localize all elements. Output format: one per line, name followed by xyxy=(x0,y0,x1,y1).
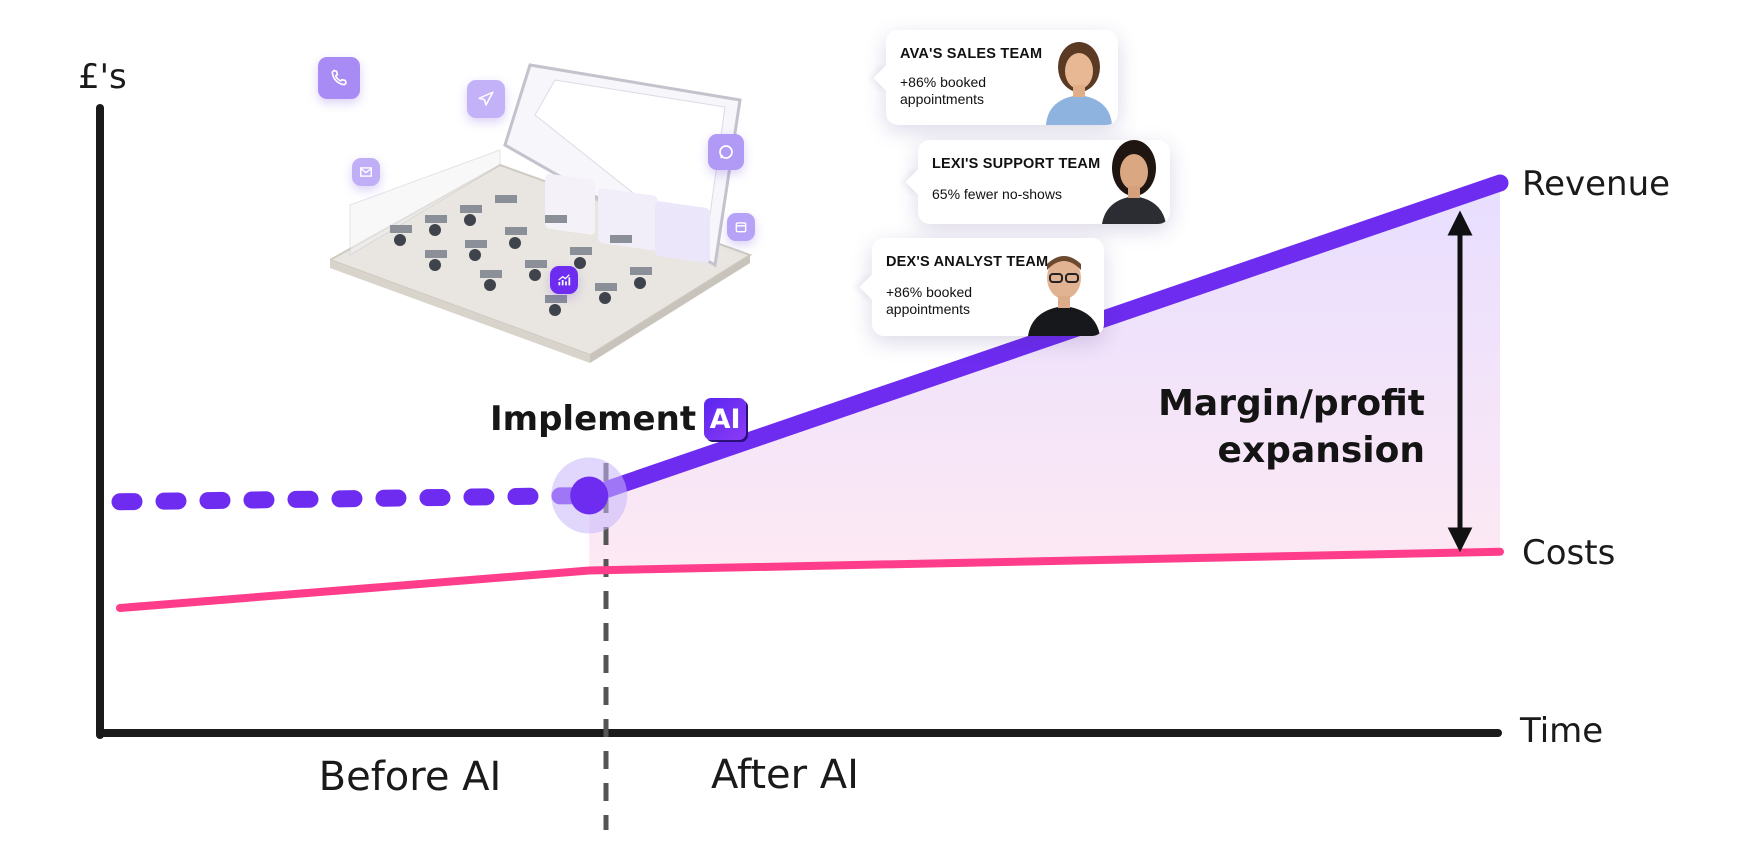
calendar-icon xyxy=(727,213,755,241)
team-card-analyst: DEX'S ANALYST TEAM +86% booked appointme… xyxy=(872,238,1104,336)
revenue-series-line-after xyxy=(580,174,1509,504)
whatsapp-icon xyxy=(708,134,744,170)
team-card-stat: 65% fewer no-shows xyxy=(932,186,1062,202)
avatar xyxy=(1024,240,1104,336)
implement-text: Implement xyxy=(490,399,697,439)
team-card-stat: +86% booked appointments xyxy=(886,284,973,317)
period-before-label: Before AI xyxy=(319,754,502,800)
period-after-label: After AI xyxy=(711,752,859,798)
team-card-sales: AVA'S SALES TEAM +86% booked appointment… xyxy=(886,30,1118,125)
team-card-stat: +86% booked appointments xyxy=(900,74,987,107)
margin-annotation: Margin/profit expansion xyxy=(1158,380,1425,474)
team-card-title: LEXI'S SUPPORT TEAM xyxy=(932,156,1101,172)
mail-icon xyxy=(352,158,380,186)
analytics-icon xyxy=(550,266,578,294)
margin-annotation-line-1: Margin/profit xyxy=(1158,383,1425,424)
avatar xyxy=(1098,132,1170,224)
margin-area xyxy=(589,183,1500,571)
revenue-series-line-before xyxy=(111,487,598,511)
costs-series-line xyxy=(116,547,1504,612)
implement-ai-label: Implement AI xyxy=(490,398,747,440)
implementation-point xyxy=(570,476,609,515)
margin-annotation-line-2: expansion xyxy=(1217,430,1425,471)
phone-icon xyxy=(318,57,360,99)
team-card-title: AVA'S SALES TEAM xyxy=(900,46,1043,62)
ai-office-illustration xyxy=(327,55,760,365)
team-card-support: LEXI'S SUPPORT TEAM 65% fewer no-shows xyxy=(918,140,1170,224)
ai-badge: AI xyxy=(704,398,747,440)
team-card-title: DEX'S ANALYST TEAM xyxy=(886,254,1049,270)
revenue-series-label: Revenue xyxy=(1522,164,1670,204)
y-axis-label: £'s xyxy=(78,57,127,97)
x-axis-label: Time xyxy=(1519,711,1603,751)
costs-series-label: Costs xyxy=(1522,533,1615,573)
avatar xyxy=(1040,33,1118,125)
send-icon xyxy=(467,80,505,118)
